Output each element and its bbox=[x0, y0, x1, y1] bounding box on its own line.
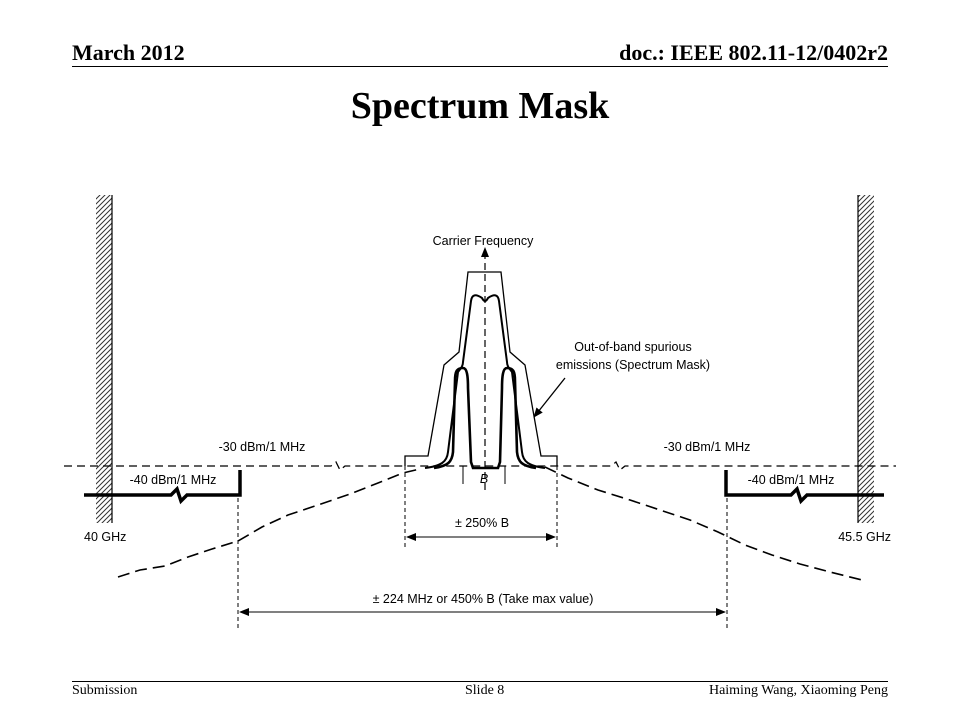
slide-title: Spectrum Mask bbox=[350, 85, 610, 127]
level-40dbm-right bbox=[724, 470, 884, 505]
level-30dbm-line bbox=[64, 460, 896, 472]
bandwidth-label: B bbox=[480, 472, 488, 486]
level-40-right-label: -40 dBm/1 MHz bbox=[748, 473, 835, 487]
footer-submission: Submission bbox=[72, 683, 138, 698]
footer-authors: Haiming Wang, Xiaoming Peng bbox=[708, 683, 888, 698]
level-30-left-label: -30 dBm/1 MHz bbox=[219, 440, 306, 454]
inner-dim-label: ± 250% B bbox=[455, 516, 509, 530]
carrier-frequency-label: Carrier Frequency bbox=[433, 234, 534, 248]
mask-note-line1: Out-of-band spurious bbox=[574, 340, 691, 354]
left-band-wall bbox=[96, 195, 113, 523]
footer-rule bbox=[72, 681, 888, 682]
noise-floor-left bbox=[117, 468, 421, 578]
footer-slide-number: Slide 8 bbox=[465, 683, 505, 698]
header-rule bbox=[72, 66, 888, 67]
mask-callout-arrow bbox=[533, 377, 566, 418]
spectrum-mask-outline bbox=[404, 271, 558, 466]
header-doc-id: doc.: IEEE 802.11-12/0402r2 bbox=[619, 40, 888, 65]
outer-dim-label: ± 224 MHz or 450% B (Take max value) bbox=[373, 592, 594, 606]
band-end-label: 45.5 GHz bbox=[838, 530, 891, 544]
noise-floor-right bbox=[544, 466, 863, 581]
band-start-label: 40 GHz bbox=[84, 530, 126, 544]
right-band-wall bbox=[857, 195, 874, 523]
level-40dbm-left bbox=[84, 470, 242, 505]
header-date: March 2012 bbox=[72, 40, 185, 65]
mask-note-line2: emissions (Spectrum Mask) bbox=[556, 358, 710, 372]
level-40-left-label: -40 dBm/1 MHz bbox=[130, 473, 217, 487]
level-30-right-label: -30 dBm/1 MHz bbox=[664, 440, 751, 454]
